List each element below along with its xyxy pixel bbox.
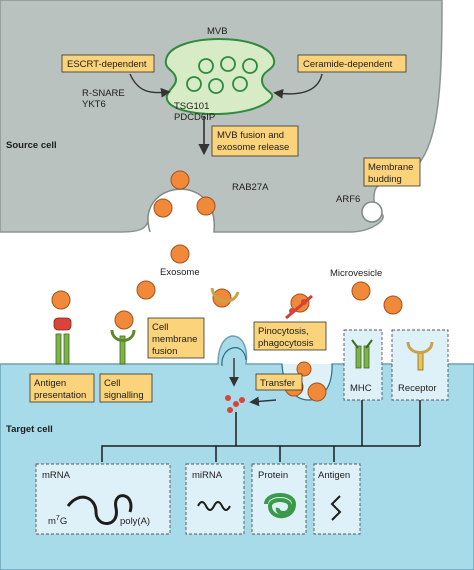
protein-label: Protein [258, 470, 288, 481]
exosome-label: Exosome [160, 267, 200, 278]
ykt6-label: YKT6 [82, 99, 106, 110]
receptor-label: Receptor [398, 383, 437, 394]
exosome [296, 361, 312, 377]
ilv [208, 78, 224, 94]
intraluminal-vesicles [186, 56, 258, 94]
transfer-box [255, 373, 303, 391]
target-cell-label: Target cell [6, 424, 53, 435]
mhc-panel [343, 329, 383, 401]
escrt-box [61, 54, 155, 73]
ilv [220, 56, 236, 72]
mirna-strand [197, 501, 231, 511]
arf6-label: ARF6 [336, 194, 360, 205]
ceramide-label: Ceramide-dependent [303, 59, 393, 70]
fusion-release-box [211, 125, 299, 157]
receptor-molecule [406, 341, 434, 371]
antigen-label: Antigen [318, 470, 350, 481]
exosome [114, 310, 134, 330]
fusion-release-label-1: MVB fusion and [217, 130, 284, 141]
fusion-release-label-2: exosome release [217, 142, 289, 153]
ilv [242, 58, 258, 74]
ilv [232, 76, 248, 92]
mhc-molecule [351, 339, 373, 369]
exosome [170, 170, 190, 190]
ilv [186, 76, 202, 92]
antigen-presentation-l1: Antigen [34, 378, 66, 389]
protein-coil [264, 493, 297, 519]
microvesicle-label: Microvesicle [330, 268, 382, 279]
exosome [196, 196, 216, 216]
budding-label-1: Membrane [368, 162, 413, 173]
antigen-presentation-box [29, 373, 95, 403]
cell-signalling-l2: signalling [104, 390, 144, 401]
mvb [164, 38, 276, 116]
membrane-fusion-l1: Cell [152, 322, 168, 333]
tsg101-label: TSG101 [174, 101, 209, 112]
source-cell-label: Source cell [6, 140, 57, 151]
pinocytosis-l1: Pinocytosis, [258, 326, 309, 337]
antigen-receptor [53, 317, 72, 365]
m7g-label: m7G [48, 515, 67, 527]
antigen-presentation-l2: presentation [34, 390, 86, 401]
pino-ligand [285, 294, 313, 320]
exosome [136, 280, 156, 300]
microvesicle [351, 281, 371, 301]
ceramide-box [297, 54, 407, 73]
membrane-fusion-box [147, 317, 205, 359]
rsnare-label: R-SNARE [82, 88, 125, 99]
budding-vesicle [361, 201, 383, 223]
mrna-strand [66, 494, 133, 525]
pinocytosis-box [253, 321, 327, 351]
ilv [198, 58, 214, 74]
pinocytosis-l2: phagocytosis [258, 338, 314, 349]
exosome [290, 293, 310, 313]
exosome [153, 198, 173, 218]
cell-signalling-box [99, 373, 153, 403]
transfer-label: Transfer [260, 378, 295, 389]
budding-box [363, 157, 421, 187]
mhc-label: MHC [350, 383, 372, 394]
cargo-bracket [101, 400, 421, 462]
exosome [307, 382, 327, 402]
released-exosomes [153, 170, 216, 218]
exosome-ligand [210, 287, 240, 303]
mirna-label: miRNA [192, 470, 223, 481]
exosome [170, 244, 190, 264]
mirna-panel [185, 463, 245, 535]
membrane-fusion-l3: fusion [152, 346, 177, 357]
fusion-bud [221, 347, 247, 367]
mvb-label: MVB [207, 26, 228, 37]
exosome [51, 290, 71, 310]
transfer-arrow [249, 396, 277, 407]
antigen-peptide [330, 495, 342, 521]
pdcd6ip-label: PDCD6IP [174, 112, 215, 123]
transferred-cargo [225, 395, 245, 413]
escrt-arrow [129, 73, 171, 98]
rab27a-label: RAB27A [232, 182, 269, 193]
budding-label-2: budding [368, 174, 402, 185]
polya-label: poly(A) [120, 516, 150, 527]
ceramide-arrow [273, 73, 323, 99]
microvesicle [383, 295, 403, 315]
signalling-receptor [110, 329, 136, 365]
escrt-label: ESCRT-dependent [67, 59, 147, 70]
membrane-fusion-l2: membrane [152, 334, 197, 345]
mrna-label: mRNA [42, 470, 71, 481]
cell-signalling-l1: Cell [104, 378, 120, 389]
